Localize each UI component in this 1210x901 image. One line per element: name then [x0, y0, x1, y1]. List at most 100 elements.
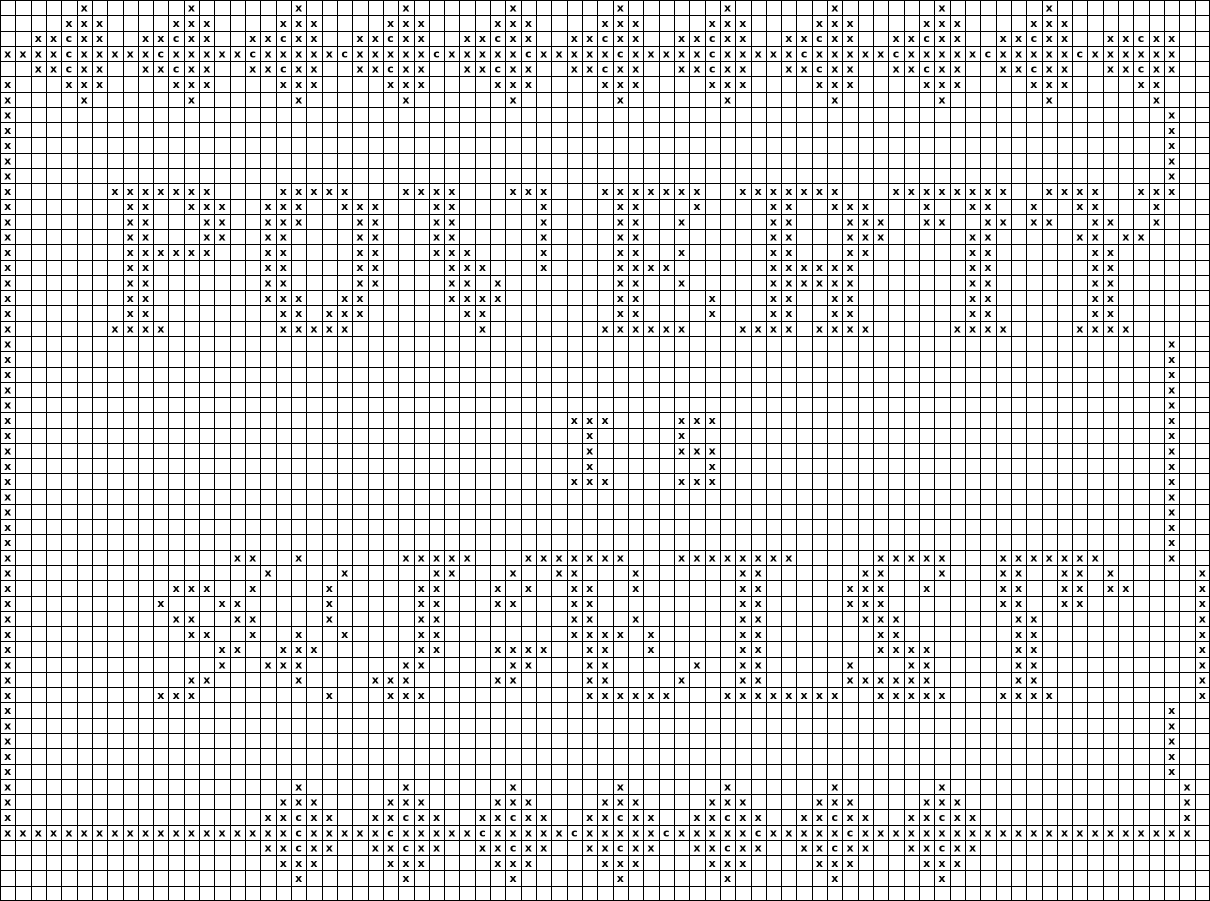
- cross-stitch-symbol: x: [448, 246, 455, 259]
- cross-stitch-symbol: x: [510, 185, 517, 198]
- cross-stitch-symbol: x: [525, 17, 532, 30]
- cross-stitch-symbol: x: [862, 231, 869, 244]
- cross-stitch-symbol: x: [4, 628, 11, 641]
- cross-stitch-symbol: x: [418, 597, 425, 610]
- cross-stitch-symbol: x: [525, 643, 532, 656]
- cross-stitch-symbol: x: [1076, 231, 1083, 244]
- cross-stitch-symbol: x: [4, 47, 11, 60]
- cross-stitch-symbol: x: [693, 658, 700, 671]
- cross-stitch-symbol: x: [4, 536, 11, 549]
- cross-stitch-symbol: x: [739, 689, 746, 702]
- cross-stitch-symbol: x: [571, 628, 578, 641]
- center-stitch-symbol: c: [433, 47, 440, 60]
- cross-stitch-symbol: x: [831, 689, 838, 702]
- cross-stitch-symbol: x: [510, 567, 517, 580]
- cross-stitch-symbol: x: [402, 796, 409, 809]
- cross-stitch-symbol: x: [525, 32, 532, 45]
- cross-stitch-symbol: x: [1168, 704, 1175, 717]
- cross-stitch-symbol: x: [540, 47, 547, 60]
- cross-stitch-symbol: x: [219, 597, 226, 610]
- cross-stitch-symbol: x: [1153, 63, 1160, 76]
- cross-stitch-symbol: x: [188, 674, 195, 687]
- cross-stitch-symbol: x: [295, 78, 302, 91]
- cross-stitch-symbol: x: [816, 857, 823, 870]
- cross-stitch-symbol: x: [617, 185, 624, 198]
- center-stitch-symbol: c: [617, 842, 624, 855]
- cross-stitch-symbol: x: [862, 47, 869, 60]
- cross-stitch-symbol: x: [540, 643, 547, 656]
- cross-stitch-symbol: x: [479, 322, 486, 335]
- cross-stitch-symbol: x: [4, 246, 11, 259]
- center-stitch-symbol: c: [280, 63, 287, 76]
- cross-stitch-symbol: x: [402, 32, 409, 45]
- cross-stitch-symbol: x: [295, 780, 302, 793]
- cross-stitch-symbol: x: [847, 17, 854, 30]
- cross-stitch-symbol: x: [203, 47, 210, 60]
- cross-stitch-symbol: x: [295, 872, 302, 885]
- cross-stitch-symbol: x: [4, 109, 11, 122]
- cross-stitch-symbol: x: [372, 246, 379, 259]
- cross-stitch-symbol: x: [219, 47, 226, 60]
- cross-stitch-symbol: x: [1000, 32, 1007, 45]
- cross-stitch-symbol: x: [1168, 383, 1175, 396]
- cross-stitch-symbol: x: [1000, 597, 1007, 610]
- center-stitch-symbol: c: [831, 842, 838, 855]
- cross-stitch-symbol: x: [1168, 506, 1175, 519]
- cross-stitch-symbol: x: [586, 582, 593, 595]
- center-stitch-symbol: c: [387, 32, 394, 45]
- cross-stitch-symbol: x: [4, 460, 11, 473]
- cross-stitch-symbol: x: [709, 842, 716, 855]
- cross-stitch-symbol: x: [831, 32, 838, 45]
- cross-stitch-symbol: x: [1122, 322, 1129, 335]
- cross-stitch-symbol: x: [755, 567, 762, 580]
- cross-stitch-symbol: x: [847, 277, 854, 290]
- cross-stitch-symbol: x: [586, 63, 593, 76]
- cross-stitch-symbol: x: [923, 78, 930, 91]
- center-stitch-symbol: c: [801, 47, 808, 60]
- cross-stitch-symbol: x: [264, 658, 271, 671]
- cross-stitch-symbol: x: [127, 292, 134, 305]
- cross-stitch-symbol: x: [356, 32, 363, 45]
- cross-stitch-symbol: x: [755, 582, 762, 595]
- center-stitch-symbol: c: [709, 63, 716, 76]
- cross-stitch-symbol: x: [127, 277, 134, 290]
- cross-stitch-symbol: x: [479, 261, 486, 274]
- cross-stitch-symbol: x: [678, 47, 685, 60]
- cross-stitch-symbol: x: [892, 826, 899, 839]
- cross-stitch-symbol: x: [571, 47, 578, 60]
- cross-stitch-symbol: x: [4, 735, 11, 748]
- cross-stitch-symbol: x: [188, 2, 195, 15]
- cross-stitch-symbol: x: [647, 826, 654, 839]
- cross-stitch-symbol: x: [4, 368, 11, 381]
- cross-stitch-symbol: x: [1199, 567, 1206, 580]
- cross-stitch-symbol: x: [4, 78, 11, 91]
- cross-stitch-symbol: x: [341, 307, 348, 320]
- cross-stitch-symbol: x: [1107, 292, 1114, 305]
- cross-stitch-symbol: x: [157, 826, 164, 839]
- cross-stitch-symbol: x: [1000, 582, 1007, 595]
- cross-stitch-symbol: x: [1061, 32, 1068, 45]
- cross-stitch-symbol: x: [969, 47, 976, 60]
- cross-stitch-symbol: x: [4, 719, 11, 732]
- cross-stitch-symbol: x: [1153, 93, 1160, 106]
- cross-stitch-symbol: x: [785, 277, 792, 290]
- cross-stitch-symbol: x: [50, 32, 57, 45]
- cross-stitch-symbol: x: [1046, 63, 1053, 76]
- cross-stitch-symbol: x: [938, 17, 945, 30]
- cross-stitch-symbol: x: [632, 78, 639, 91]
- cross-stitch-symbol: x: [601, 414, 608, 427]
- cross-stitch-symbol: x: [402, 872, 409, 885]
- cross-stitch-symbol: x: [969, 292, 976, 305]
- cross-stitch-symbol: x: [387, 811, 394, 824]
- cross-stitch-symbol: x: [892, 32, 899, 45]
- cross-stitch-symbol: x: [540, 185, 547, 198]
- cross-stitch-symbol: x: [709, 551, 716, 564]
- cross-stitch-symbol: x: [693, 200, 700, 213]
- cross-stitch-symbol: x: [173, 689, 180, 702]
- center-stitch-symbol: c: [617, 811, 624, 824]
- cross-stitch-symbol: x: [678, 674, 685, 687]
- cross-stitch-symbol: x: [4, 490, 11, 503]
- cross-stitch-symbol: x: [525, 842, 532, 855]
- cross-stitch-symbol: x: [1000, 215, 1007, 228]
- cross-stitch-symbol: x: [586, 460, 593, 473]
